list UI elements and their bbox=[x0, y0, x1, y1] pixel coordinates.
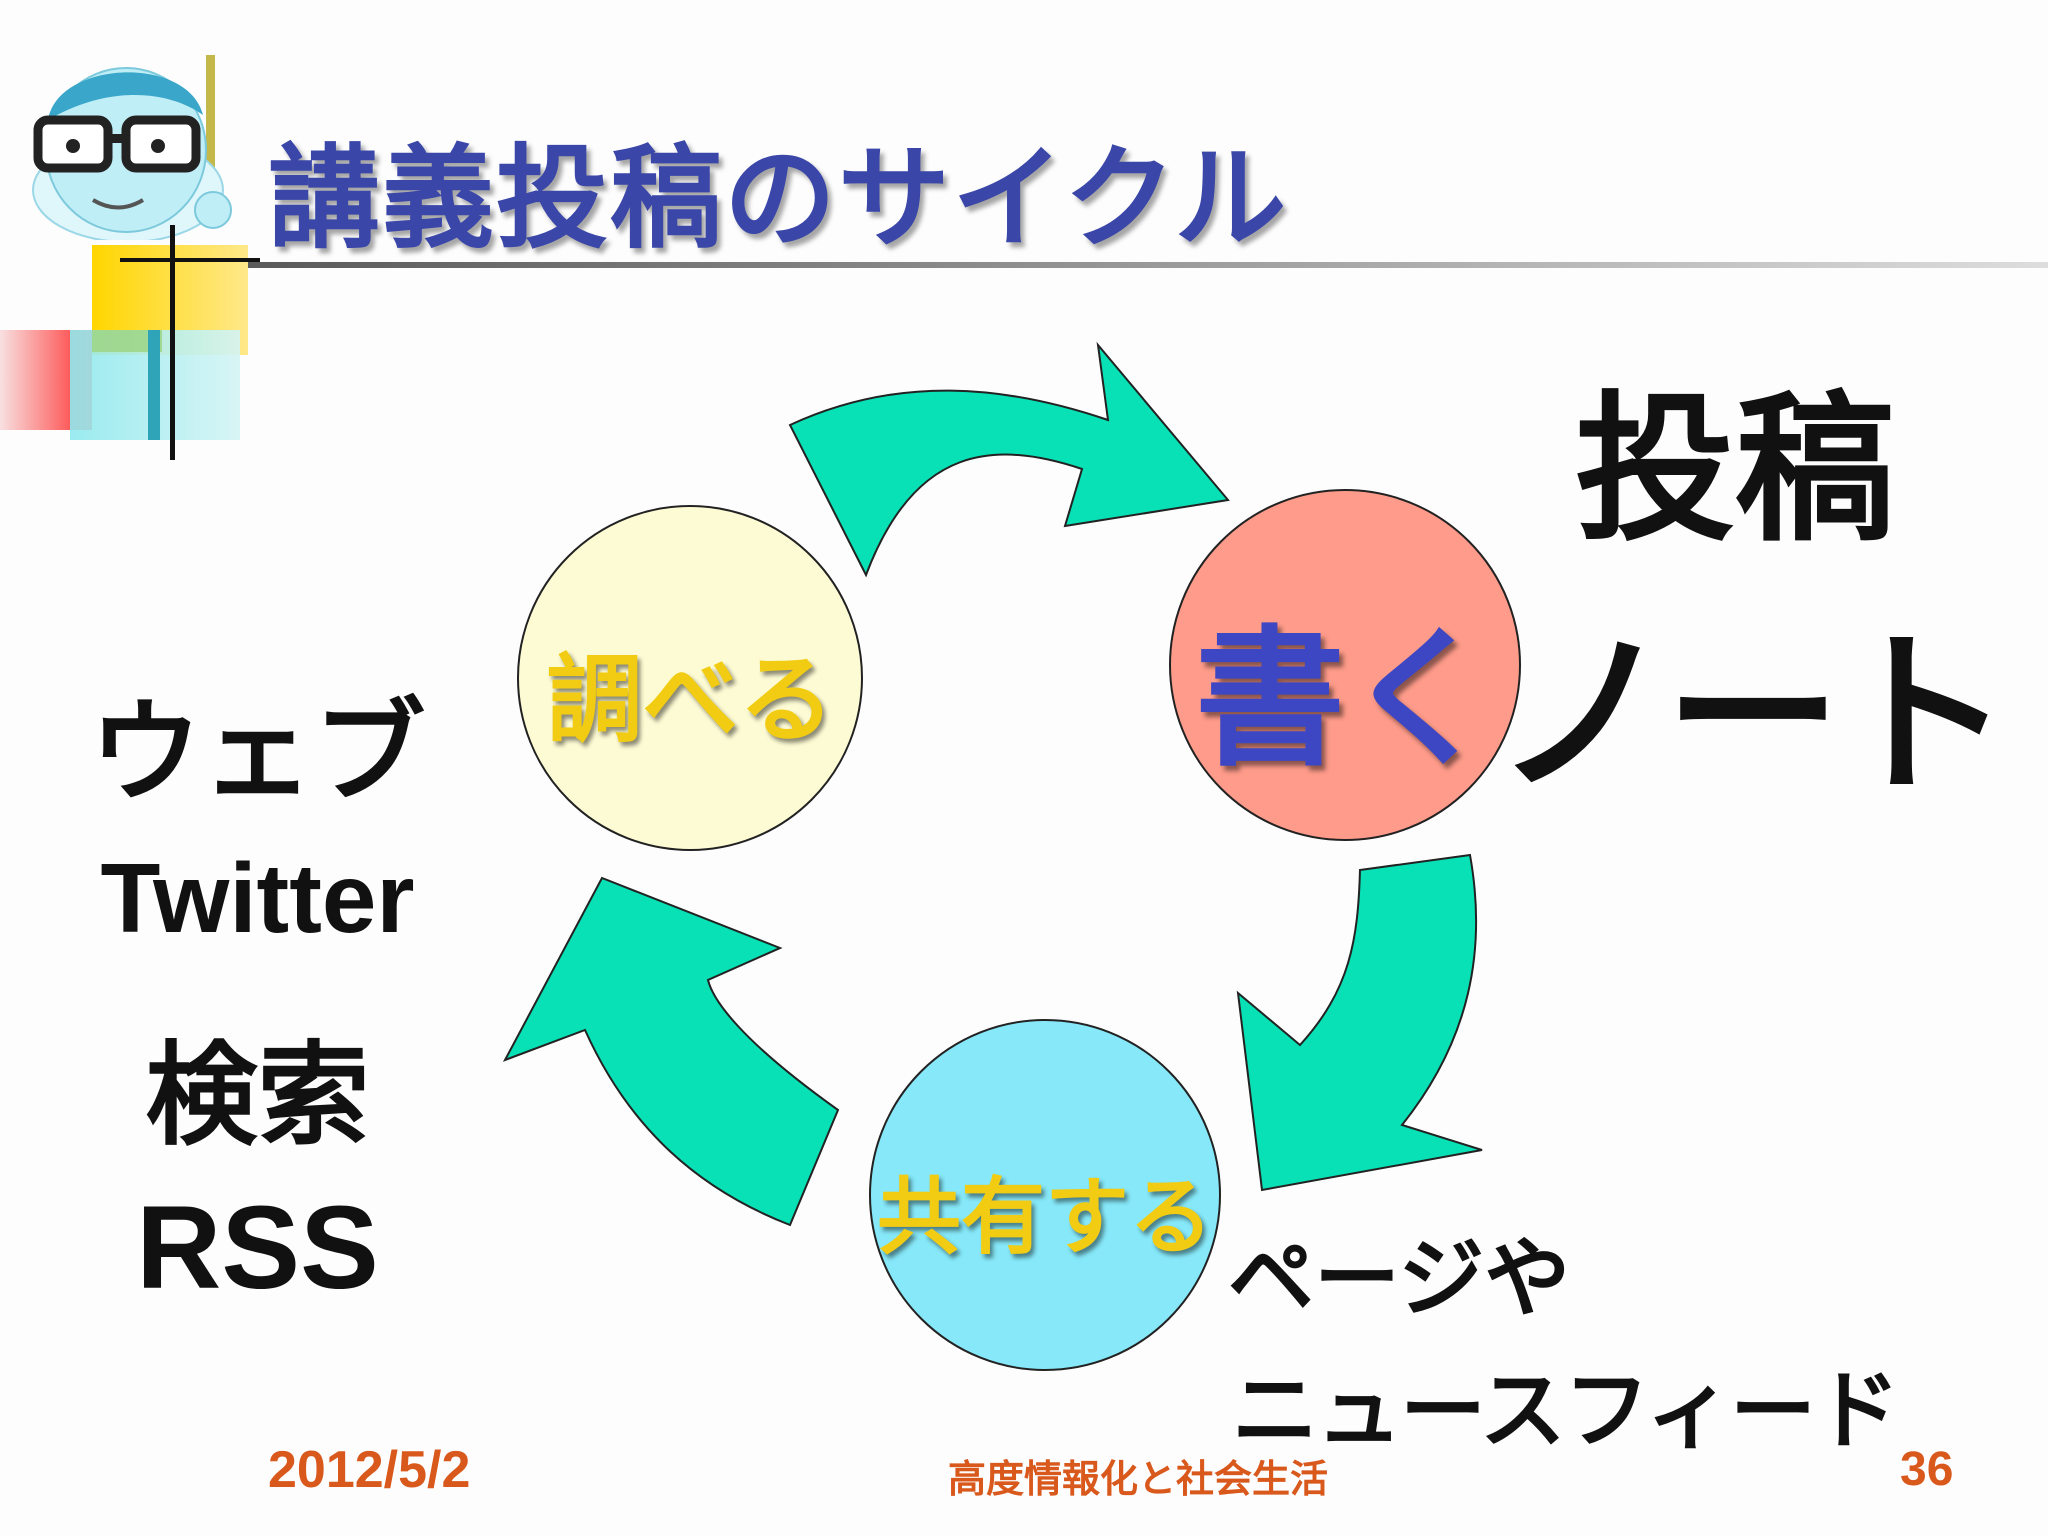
research-source-rss: RSS bbox=[136, 1182, 379, 1314]
share-target-pages: ページや bbox=[1228, 1229, 1571, 1329]
arrow-write-to-share bbox=[1236, 853, 1483, 1192]
title-underline bbox=[180, 262, 2048, 268]
research-source-web: ウェブ bbox=[89, 688, 426, 818]
node-research-circle bbox=[517, 505, 863, 851]
teacher-mascot-icon bbox=[32, 55, 232, 240]
arrow-research-to-write bbox=[788, 341, 1230, 578]
write-target-note: ノート bbox=[1495, 613, 2011, 818]
slide-title: 講義投稿のサイクル bbox=[268, 134, 1289, 264]
footer-date: 2012/5/2 bbox=[268, 1441, 471, 1499]
node-share-label: 共有する bbox=[876, 1168, 1213, 1266]
node-write-circle bbox=[1169, 489, 1521, 841]
research-source-twitter: Twitter bbox=[100, 843, 415, 953]
decorative-squares bbox=[0, 225, 260, 460]
footer-page-number: 36 bbox=[1900, 1443, 1954, 1496]
research-source-search: 検索 bbox=[145, 1031, 370, 1161]
write-target-post: 投稿 bbox=[1575, 376, 1896, 563]
footer-course-title: 高度情報化と社会生活 bbox=[948, 1457, 1329, 1501]
arrow-share-to-research bbox=[502, 876, 840, 1227]
node-share-circle bbox=[869, 1019, 1221, 1371]
node-research-label: 調べる bbox=[546, 644, 835, 756]
share-target-newsfeed: ニュースフィード bbox=[1232, 1361, 1900, 1461]
node-write-label: 書く bbox=[1194, 613, 1495, 787]
